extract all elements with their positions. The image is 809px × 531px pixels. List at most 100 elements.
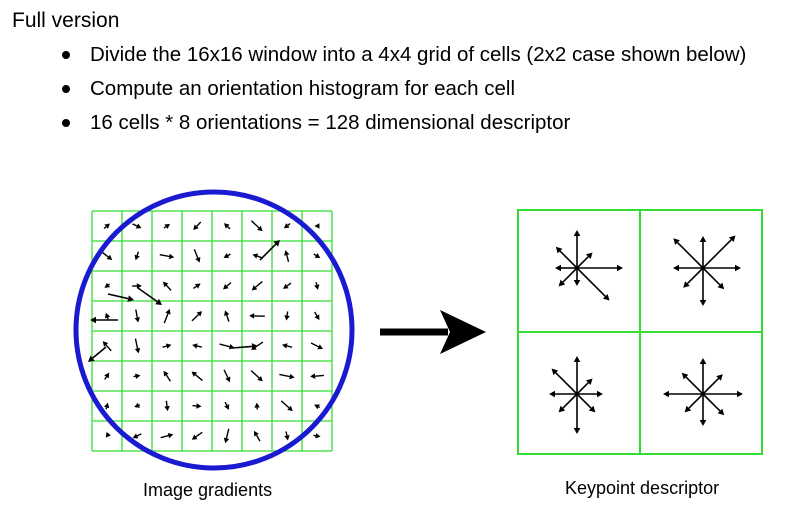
arrow-icon [224, 401, 230, 410]
arrow-icon [224, 223, 231, 230]
arrow-icon [250, 370, 263, 382]
arrow-icon [555, 246, 578, 269]
arrow-icon [90, 316, 118, 324]
arrow-icon [576, 267, 610, 301]
arrow-icon [313, 311, 320, 321]
arrow-icon [573, 268, 581, 286]
caption-keypoint-descriptor: Keypoint descriptor [565, 478, 720, 498]
arrow-icon [703, 390, 743, 398]
arrow-icon [134, 338, 141, 354]
arrow-icon [224, 310, 230, 322]
arrow-icon [223, 428, 230, 444]
descriptor-grid [517, 209, 763, 455]
orientation-histogram [549, 356, 603, 434]
arrow-icon [702, 393, 725, 416]
arrow-icon [558, 393, 578, 413]
orientation-histogram [673, 235, 741, 306]
arrow-icon [259, 240, 280, 261]
orientation-histograms [549, 230, 743, 434]
bullet-dot-icon [62, 51, 70, 59]
arrow-icon [702, 374, 723, 395]
arrow-icon [699, 394, 707, 426]
arrow-icon [133, 373, 141, 379]
arrow-icon [104, 282, 111, 288]
arrow-icon [231, 343, 258, 350]
arrow-icon [132, 433, 142, 439]
arrow-icon [576, 378, 593, 395]
arrow-icon [191, 431, 203, 440]
orientation-histogram [663, 358, 743, 426]
arrow-icon [105, 432, 111, 438]
slide-heading: Full version [12, 9, 120, 32]
arrow-icon [163, 308, 171, 324]
arrow-icon [254, 430, 261, 442]
gaussian-window-circle [73, 189, 355, 471]
arrow-icon [223, 369, 231, 383]
arrow-icon [699, 268, 707, 306]
arrow-icon [684, 393, 704, 413]
arrow-icon [702, 235, 736, 269]
arrow-icon [576, 393, 596, 413]
caption-image-gradients: Image gradients [143, 480, 273, 500]
arrow-icon [193, 249, 201, 263]
arrow-icon [282, 282, 292, 289]
arrow-icon [573, 394, 581, 434]
arrow-icon [132, 223, 142, 229]
arrow-icon [163, 370, 172, 382]
arrow-icon [551, 368, 578, 395]
arrow-icon [134, 251, 140, 261]
bullet-text: 16 cells * 8 orientations = 128 dimensio… [90, 111, 571, 134]
arrow-icon [193, 221, 202, 231]
arrow-icon [162, 343, 172, 349]
arrow-icon [313, 253, 321, 258]
arrow-icon [314, 404, 321, 410]
arrow-icon [223, 253, 231, 258]
arrow-icon [699, 236, 707, 268]
arrow-icon [573, 230, 581, 268]
arrow-icon [192, 283, 201, 290]
arrow-icon [558, 267, 578, 287]
arrow-icon [88, 346, 107, 362]
gradient-grid [91, 210, 333, 452]
arrow-icon [577, 264, 623, 272]
arrow-icon [577, 390, 603, 398]
arrow-icon [250, 220, 263, 232]
arrow-right-icon [380, 310, 486, 354]
arrow-icon [223, 282, 232, 290]
arrow-icon [103, 223, 110, 230]
arrow-icon [314, 223, 320, 229]
arrow-icon [310, 373, 324, 379]
arrow-icon [191, 371, 203, 382]
arrow-icon [555, 264, 577, 272]
arrow-icon [673, 264, 703, 272]
keypoint-descriptor-diagram [517, 209, 763, 455]
bullet-text: Divide the 16x16 window into a 4x4 grid … [90, 43, 747, 66]
arrow-icon [549, 390, 577, 398]
arrow-icon [132, 283, 142, 289]
arrow-icon [191, 311, 203, 322]
bullet-item: Divide the 16x16 window into a 4x4 grid … [58, 38, 746, 72]
arrow-icon [283, 223, 291, 229]
arrow-icon [192, 343, 202, 349]
bullet-item: Compute an orientation histogram for eac… [58, 72, 746, 106]
arrow-icon [134, 402, 141, 408]
arrow-icon [104, 372, 110, 380]
arrow-icon [107, 293, 134, 302]
arrow-icon [104, 312, 111, 320]
arrow-icon [282, 343, 293, 349]
arrow-icon [284, 250, 290, 262]
arrow-icon [254, 402, 260, 410]
bullet-dot-icon [62, 85, 70, 93]
bullet-list: Divide the 16x16 window into a 4x4 grid … [58, 38, 746, 140]
arrow-icon [101, 251, 113, 261]
arrow-icon [280, 400, 293, 412]
arrow-icon [683, 267, 704, 288]
orientation-histogram [555, 230, 623, 301]
arrow-icon [284, 311, 290, 321]
arrow-icon [249, 313, 265, 319]
arrow-icon [134, 309, 140, 323]
bullet-text: Compute an orientation histogram for eac… [90, 77, 516, 100]
arrow-icon [314, 282, 320, 290]
arrow-icon [573, 356, 581, 394]
